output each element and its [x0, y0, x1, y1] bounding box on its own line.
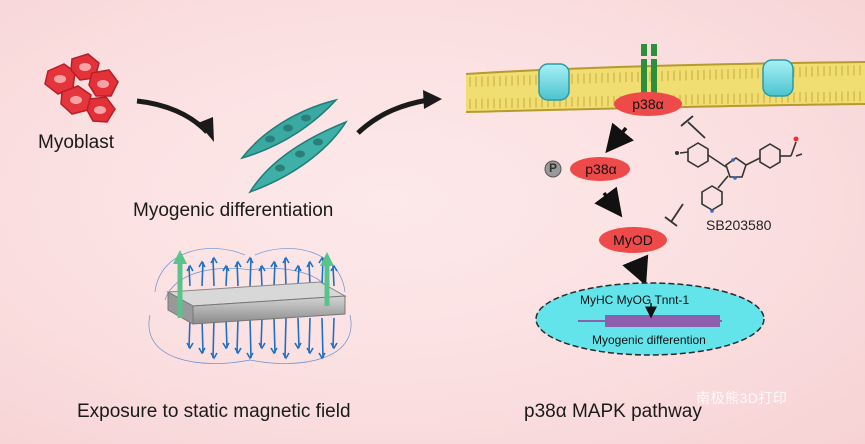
field-arrow-down	[273, 317, 276, 354]
field-arrow-down	[332, 317, 335, 349]
field-arrow-down	[297, 317, 300, 349]
watermark-text: 南极熊3D打印	[696, 390, 788, 406]
field-arrow-down-head	[222, 342, 230, 350]
pathway-label: p38α MAPK pathway	[524, 401, 702, 422]
myogenic-differentiation-label: Myogenic differentiation	[133, 200, 334, 221]
phospho-badge	[544, 160, 562, 178]
field-arrow-up	[308, 261, 311, 287]
inhibitor-molecule-icon	[679, 141, 803, 211]
field-arrow-down	[212, 317, 215, 359]
field-arrow-up-head	[282, 256, 290, 264]
p38a-label: p38α	[632, 96, 664, 112]
field-arrow-down-head	[186, 342, 194, 350]
channel-protein-left	[538, 63, 570, 101]
field-arrow-up	[201, 261, 204, 287]
field-arrow-up-head	[258, 264, 266, 272]
arrow-myoblast-to-myotube	[136, 98, 209, 134]
arrow-phospho-to-myod	[594, 186, 623, 218]
field-arrow-up-head	[294, 264, 302, 272]
field-arrow-down-head	[234, 347, 242, 355]
arrow-p38-to-phospho	[605, 122, 634, 154]
channel-protein-right	[762, 59, 794, 97]
magnet-field-icon	[148, 248, 352, 364]
field-arrow-down-head	[318, 352, 326, 360]
myotube-cells-icon	[240, 98, 348, 194]
phospho-label: P	[548, 161, 557, 175]
field-arrow-up-head	[198, 260, 206, 268]
field-arrow-up	[188, 265, 191, 287]
gene-locus-bar	[605, 315, 720, 327]
field-arrow-up-head	[222, 264, 230, 272]
field-arrow-up	[225, 265, 228, 287]
field-arrow-down	[188, 317, 191, 349]
field-arrow-up	[284, 257, 287, 287]
field-arrow-up-head	[306, 260, 314, 268]
target-genes-label: MyHC MyOG Tnnt-1	[580, 293, 690, 307]
field-arrow-down-head	[198, 347, 206, 355]
field-arrow-down-head	[258, 342, 266, 350]
field-arrow-down	[236, 317, 239, 354]
p38a-node	[614, 92, 682, 116]
myod-node	[599, 227, 667, 253]
field-arrow-up	[236, 261, 239, 287]
field-arrow-down-head	[270, 347, 278, 355]
field-arrow-down	[308, 317, 311, 354]
field-arrow-up	[212, 257, 215, 287]
field-arrow-down-head	[246, 352, 254, 360]
field-arrow-up	[297, 265, 300, 287]
inhibitor-label: SB203580	[706, 217, 772, 233]
field-arrow-up	[249, 257, 252, 287]
field-arrow-down	[260, 317, 263, 349]
field-arrow-down-head	[294, 342, 302, 350]
field-arrow-up-head	[270, 260, 278, 268]
field-arrow-up	[332, 265, 335, 287]
field-arrow-down-head	[330, 342, 338, 350]
field-arrow-down	[284, 317, 287, 359]
p38a-phospho-node	[570, 157, 630, 181]
field-arrow-down	[249, 317, 252, 359]
field-arrow-down-head	[282, 352, 290, 360]
myoblast-cluster-icon	[44, 53, 119, 123]
myoblast-label: Myoblast	[38, 132, 115, 153]
field-arrow-up	[273, 261, 276, 287]
field-arrow-up-head	[186, 264, 194, 272]
arrow-myod-to-nucleus	[622, 254, 649, 286]
inhibition-lines	[664, 115, 706, 227]
field-arrow-down-head	[210, 352, 218, 360]
field-arrow-up	[260, 265, 263, 287]
field-arrow-down-head	[306, 347, 314, 355]
nucleus-label: Myogenic differention	[592, 333, 706, 347]
field-arrow-up-head	[246, 256, 254, 264]
field-arrow-up-head	[234, 260, 242, 268]
p38a-phospho-label: p38α	[585, 161, 617, 177]
exposure-label: Exposure to static magnetic field	[77, 401, 351, 422]
arrow-to-pathway	[356, 97, 429, 135]
field-arrow-down	[225, 317, 228, 349]
field-arrow-up-head	[210, 256, 218, 264]
field-arrow-down	[321, 317, 324, 359]
myod-label: MyOD	[613, 232, 653, 248]
receptor-icon	[641, 44, 657, 97]
